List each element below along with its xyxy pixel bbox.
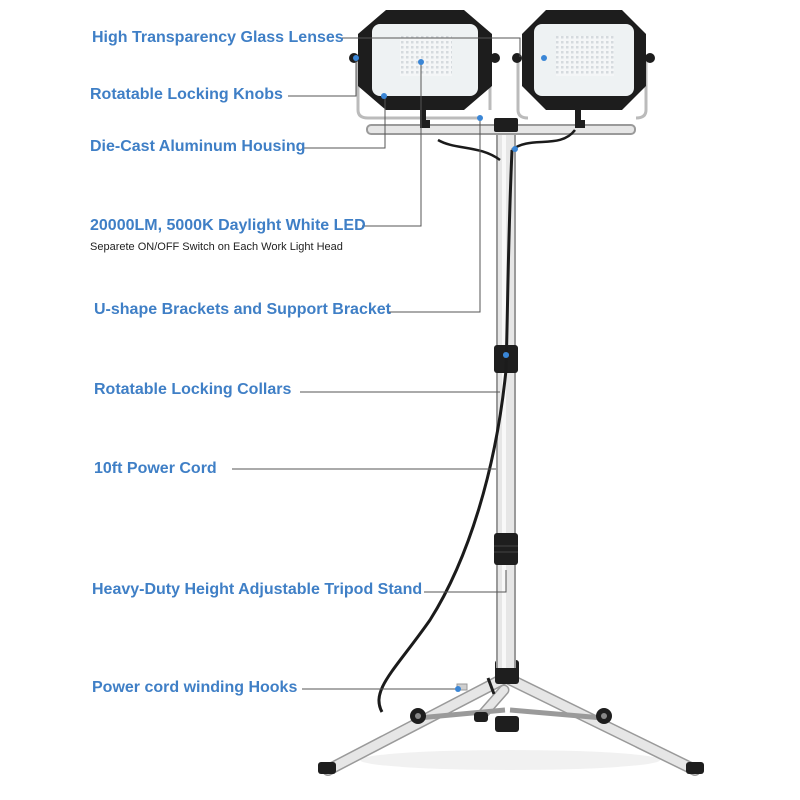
label-housing: Die-Cast Aluminum Housing <box>90 138 306 155</box>
label-tripod: Heavy-Duty Height Adjustable Tripod Stan… <box>92 581 423 598</box>
label-led: 20000LM, 5000K Daylight White LED <box>90 217 366 234</box>
power-cord <box>377 149 514 713</box>
right-light-head <box>512 10 655 120</box>
leader-lines <box>232 37 521 690</box>
left-light-head <box>349 10 500 120</box>
label-collars: Rotatable Locking Collars <box>94 381 292 398</box>
label-brackets: U-shape Brackets and Support Bracket <box>94 301 391 318</box>
label-locking-knobs: Rotatable Locking Knobs <box>90 86 283 103</box>
feature-markers <box>353 55 547 692</box>
label-glass-lenses: High Transparency Glass Lenses <box>92 29 344 46</box>
tripod-legs <box>318 660 704 776</box>
label-hooks: Power cord winding Hooks <box>92 679 298 696</box>
label-power-cord: 10ft Power Cord <box>94 460 217 477</box>
label-switch-note: Separete ON/OFF Switch on Each Work Ligh… <box>90 241 343 253</box>
support-bracket <box>366 118 636 135</box>
ground-shadow <box>360 750 660 770</box>
